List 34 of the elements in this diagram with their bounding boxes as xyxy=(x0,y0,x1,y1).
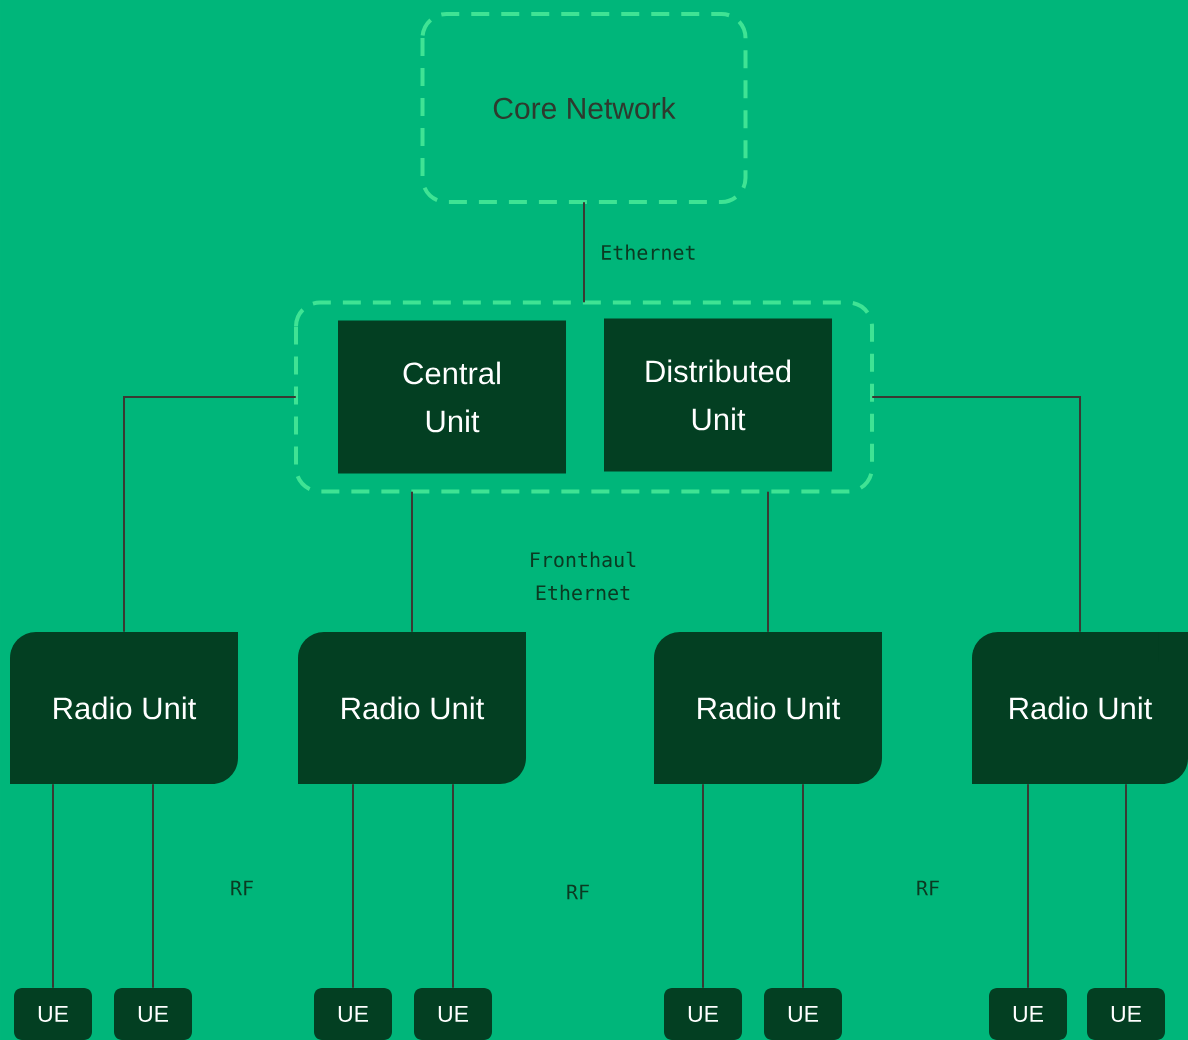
unit-box: Distributed Unit xyxy=(604,318,832,472)
connector-line xyxy=(767,490,769,633)
connection-label: RF xyxy=(917,880,939,896)
connector-line xyxy=(411,490,413,633)
connection-label: Fronthaul Ethernet xyxy=(531,551,636,601)
radio-unit-box: Radio Unit xyxy=(654,632,882,784)
connector-line xyxy=(871,396,1081,633)
connector-line xyxy=(352,783,354,989)
connection-label: RF xyxy=(231,880,253,896)
ue-box: UE xyxy=(764,988,842,1040)
connector-line xyxy=(802,783,804,989)
connector-line xyxy=(452,783,454,989)
unit-box: Central Unit xyxy=(338,320,566,474)
ue-box: UE xyxy=(664,988,742,1040)
connector-line xyxy=(583,201,585,304)
edge-label: Ethernet xyxy=(602,244,695,260)
connection-label: RF xyxy=(567,884,589,900)
connector-line xyxy=(152,783,154,989)
dashed-group-box xyxy=(294,300,874,494)
connector-line xyxy=(123,396,297,633)
radio-unit-box: Radio Unit xyxy=(972,632,1188,784)
connector-line xyxy=(1027,783,1029,989)
radio-unit-box: Radio Unit xyxy=(298,632,526,784)
ue-box: UE xyxy=(14,988,92,1040)
connector-line xyxy=(702,783,704,989)
connector-line xyxy=(1125,783,1127,989)
ue-box: UE xyxy=(1087,988,1165,1040)
dashed-rounded-box: Core Network xyxy=(420,12,748,204)
ue-box: UE xyxy=(414,988,492,1040)
radio-unit-box: Radio Unit xyxy=(10,632,238,784)
ue-box: UE xyxy=(314,988,392,1040)
ue-box: UE xyxy=(114,988,192,1040)
ue-box: UE xyxy=(989,988,1067,1040)
connector-line xyxy=(52,783,54,989)
